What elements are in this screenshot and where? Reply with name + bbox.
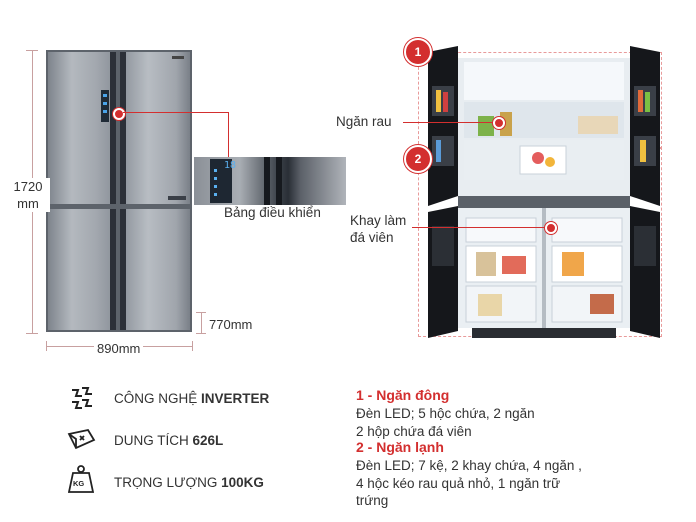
width-tick-right: [192, 341, 193, 351]
feature-capacity-text: DUNG TÍCH: [114, 433, 193, 448]
ice-tray-label-line2: đá viên: [350, 230, 394, 245]
zone-badge-2: 2: [404, 145, 432, 173]
feature-inverter: CÔNG NGHỆ INVERTER: [114, 391, 269, 406]
weight-icon: [68, 465, 94, 493]
ice-tray-label-line1: Khay làm: [350, 213, 407, 228]
freezer-line-2: 2 hộp chứa đá viên: [356, 424, 472, 439]
height-value: 1720: [13, 179, 43, 194]
control-panel-pointer-v: [228, 112, 229, 157]
control-panel-label: Bảng điều khiển: [224, 205, 321, 220]
feature-weight-value: 100KG: [221, 475, 264, 490]
capacity-icon: [67, 428, 96, 450]
feature-capacity: DUNG TÍCH 626L: [114, 433, 223, 448]
depth-dimension-line: [201, 312, 202, 334]
fridge-front-image: [46, 50, 192, 332]
ice-tray-marker: [545, 222, 557, 234]
vegetable-drawer-pointer: [403, 122, 495, 123]
feature-inverter-text: CÔNG NGHỆ: [114, 391, 202, 406]
feature-inverter-value: INVERTER: [201, 391, 270, 406]
fridge-line-1: Đèn LED; 7 kệ, 2 khay chứa, 4 ngăn ,: [356, 458, 582, 473]
depth-tick-top: [196, 312, 206, 313]
control-panel-marker: [113, 108, 125, 120]
freezer-line-1: Đèn LED; 5 hộc chứa, 2 ngăn: [356, 406, 535, 421]
ice-tray-label: Khay làm đá viên: [350, 212, 406, 246]
feature-weight: TRỌNG LƯỢNG 100KG: [114, 475, 264, 490]
fridge-line-3: trứng: [356, 493, 389, 508]
vegetable-drawer-marker: [493, 117, 505, 129]
zone-badge-1: 1: [404, 38, 432, 66]
control-panel-pointer-h: [123, 112, 229, 113]
fridge-line-2: 4 hộc kéo rau quả nhỏ, 1 ngăn trữ: [356, 476, 561, 491]
inverter-icon: [72, 387, 92, 409]
depth-tick-bottom: [196, 333, 206, 334]
width-tick-left: [46, 341, 47, 351]
freezer-title: 1 - Ngăn đông: [356, 387, 450, 403]
display-digits: 18: [224, 160, 237, 171]
depth-label: 770mm: [209, 317, 253, 332]
fridge-title: 2 - Ngăn lạnh: [356, 439, 444, 455]
height-tick-bottom: [26, 333, 38, 334]
height-unit: mm: [17, 196, 39, 211]
height-tick-top: [26, 50, 38, 51]
feature-capacity-value: 626L: [192, 433, 224, 448]
vegetable-drawer-label: Ngăn rau: [336, 114, 392, 129]
control-panel-zoom-image: [194, 157, 346, 205]
ice-tray-pointer: [412, 227, 547, 228]
open-fridge-image: [428, 46, 660, 338]
feature-weight-text: TRỌNG LƯỢNG: [114, 475, 222, 490]
height-label: 1720 mm: [6, 178, 50, 212]
width-label: 890mm: [94, 341, 144, 356]
weight-icon-text: KG: [73, 479, 85, 488]
